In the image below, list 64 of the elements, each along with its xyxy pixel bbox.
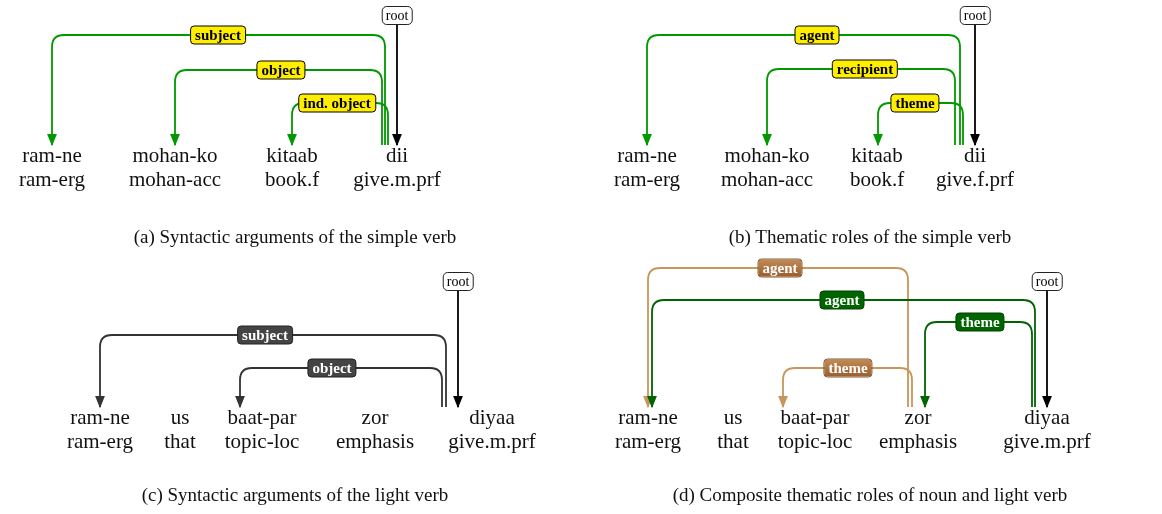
word-form: ram-ne	[69, 405, 131, 429]
edge-label: theme	[890, 93, 940, 113]
edge-label: object	[256, 60, 306, 80]
dependency-arc	[46, 34, 386, 147]
edge-label: subject	[190, 25, 246, 45]
word-form: ram-ne	[616, 143, 678, 167]
gloss: mohan-acc	[128, 167, 222, 191]
word-form: kitaab	[850, 143, 904, 167]
gloss: topic-loc	[224, 429, 300, 453]
word-form: kitaab	[265, 143, 319, 167]
panel-caption: (a) Syntactic arguments of the simple verb	[133, 226, 457, 248]
dependency-arc	[641, 34, 961, 147]
gloss: give.m.prf	[353, 167, 441, 191]
edge-label: recipient	[831, 59, 899, 79]
gloss: give.f.prf	[935, 167, 1015, 191]
gloss: emphasis	[878, 429, 958, 453]
gloss: give.m.prf	[448, 429, 536, 453]
word-form: mohan-ko	[723, 143, 811, 167]
panel-caption: (b) Thematic roles of the simple verb	[728, 226, 1012, 248]
word-form: dii	[962, 143, 988, 167]
gloss: book.f	[849, 167, 905, 191]
edge-label: subject	[237, 325, 293, 345]
edge-label: object	[307, 358, 357, 378]
word-form: baat-par	[779, 405, 851, 429]
word-form: ram-ne	[617, 405, 679, 429]
gloss: book.f	[264, 167, 320, 191]
arrow	[452, 290, 464, 409]
gloss: ram-erg	[613, 167, 681, 191]
edge-label: ind. object	[298, 93, 376, 113]
root-box: root	[442, 272, 474, 291]
arrow	[391, 24, 403, 147]
edge-label: agent	[794, 25, 840, 45]
dependency-arc	[642, 267, 909, 409]
edge-label: agent	[757, 258, 803, 278]
dependency-arc	[646, 299, 1036, 409]
word-form: diyaa	[1023, 405, 1071, 429]
gloss: that	[717, 429, 749, 453]
gloss: ram-erg	[614, 429, 682, 453]
root-box: root	[959, 6, 991, 25]
edge-label: theme	[955, 312, 1005, 332]
edge-label: agent	[819, 290, 865, 310]
word-form: baat-par	[226, 405, 298, 429]
word-form: zor	[360, 405, 390, 429]
edge-label: theme	[823, 358, 873, 378]
arrow	[1041, 290, 1053, 409]
gloss: ram-erg	[18, 167, 86, 191]
arrow	[969, 24, 981, 147]
gloss: give.m.prf	[1003, 429, 1091, 453]
panel-caption: (c) Syntactic arguments of the light verb	[141, 484, 449, 506]
gloss: ram-erg	[66, 429, 134, 453]
word-form: dii	[384, 143, 410, 167]
gloss: mohan-acc	[720, 167, 814, 191]
gloss: that	[164, 429, 196, 453]
word-form: us	[169, 405, 191, 429]
root-box: root	[381, 6, 413, 25]
word-form: us	[722, 405, 744, 429]
word-form: diyaa	[468, 405, 516, 429]
gloss: topic-loc	[777, 429, 853, 453]
root-box: root	[1031, 272, 1063, 291]
gloss: emphasis	[335, 429, 415, 453]
word-form: zor	[903, 405, 933, 429]
word-form: mohan-ko	[131, 143, 219, 167]
word-form: ram-ne	[21, 143, 83, 167]
panel-caption: (d) Composite thematic roles of noun and light verb	[672, 484, 1068, 506]
